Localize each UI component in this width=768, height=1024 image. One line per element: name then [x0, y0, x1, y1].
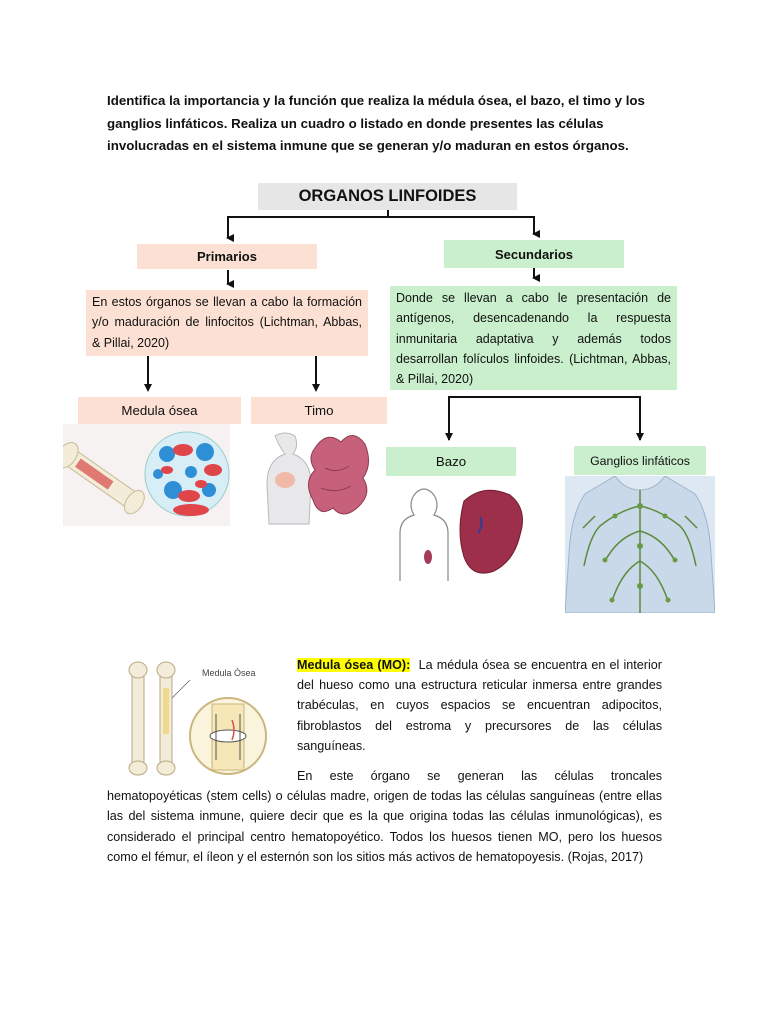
connector-title-primarios	[226, 210, 389, 242]
secundarios-label: Secundarios	[444, 240, 624, 268]
secundarios-description: Donde se llevan a cabo le presentación d…	[390, 286, 677, 390]
medula-paragraph-1-text: La médula ósea se encuentra en el interi…	[297, 658, 662, 753]
spleen-illustration	[399, 488, 523, 581]
bone-marrow-illustration	[63, 424, 230, 526]
medula-osea-label: Medula ósea	[78, 397, 241, 424]
intro-question: Identifica la importancia y la función q…	[107, 93, 645, 153]
medula-paragraph-2: En este órgano se generan las células tr…	[107, 769, 662, 864]
connector-title-secundarios	[388, 216, 540, 238]
arrowhead	[445, 433, 453, 441]
femur-marrow-illustration: Medula Ósea	[120, 658, 272, 780]
diagram-title: ORGANOS LINFOIDES	[258, 183, 517, 210]
ganglios-label: Ganglios linfáticos	[574, 446, 706, 475]
timo-label: Timo	[251, 397, 387, 424]
medula-heading: Medula ósea (MO):	[297, 658, 411, 672]
thymus-illustration	[266, 432, 369, 525]
connector-desc-medula-timo	[147, 353, 317, 390]
arrowhead	[312, 384, 320, 392]
medula-paragraph-1: Medula ósea (MO): La médula ósea se encu…	[297, 655, 662, 756]
lymph-nodes-illustration	[565, 476, 715, 613]
arrowhead	[144, 384, 152, 392]
bazo-label: Bazo	[386, 447, 516, 476]
primarios-label: Primarios	[137, 244, 317, 269]
bone-image-label: Medula Ósea	[202, 668, 256, 678]
arrowhead	[636, 433, 644, 441]
connector-desc-bazo-ganglios	[448, 396, 641, 440]
primarios-description: En estos órganos se llevan a cabo la for…	[86, 290, 368, 356]
